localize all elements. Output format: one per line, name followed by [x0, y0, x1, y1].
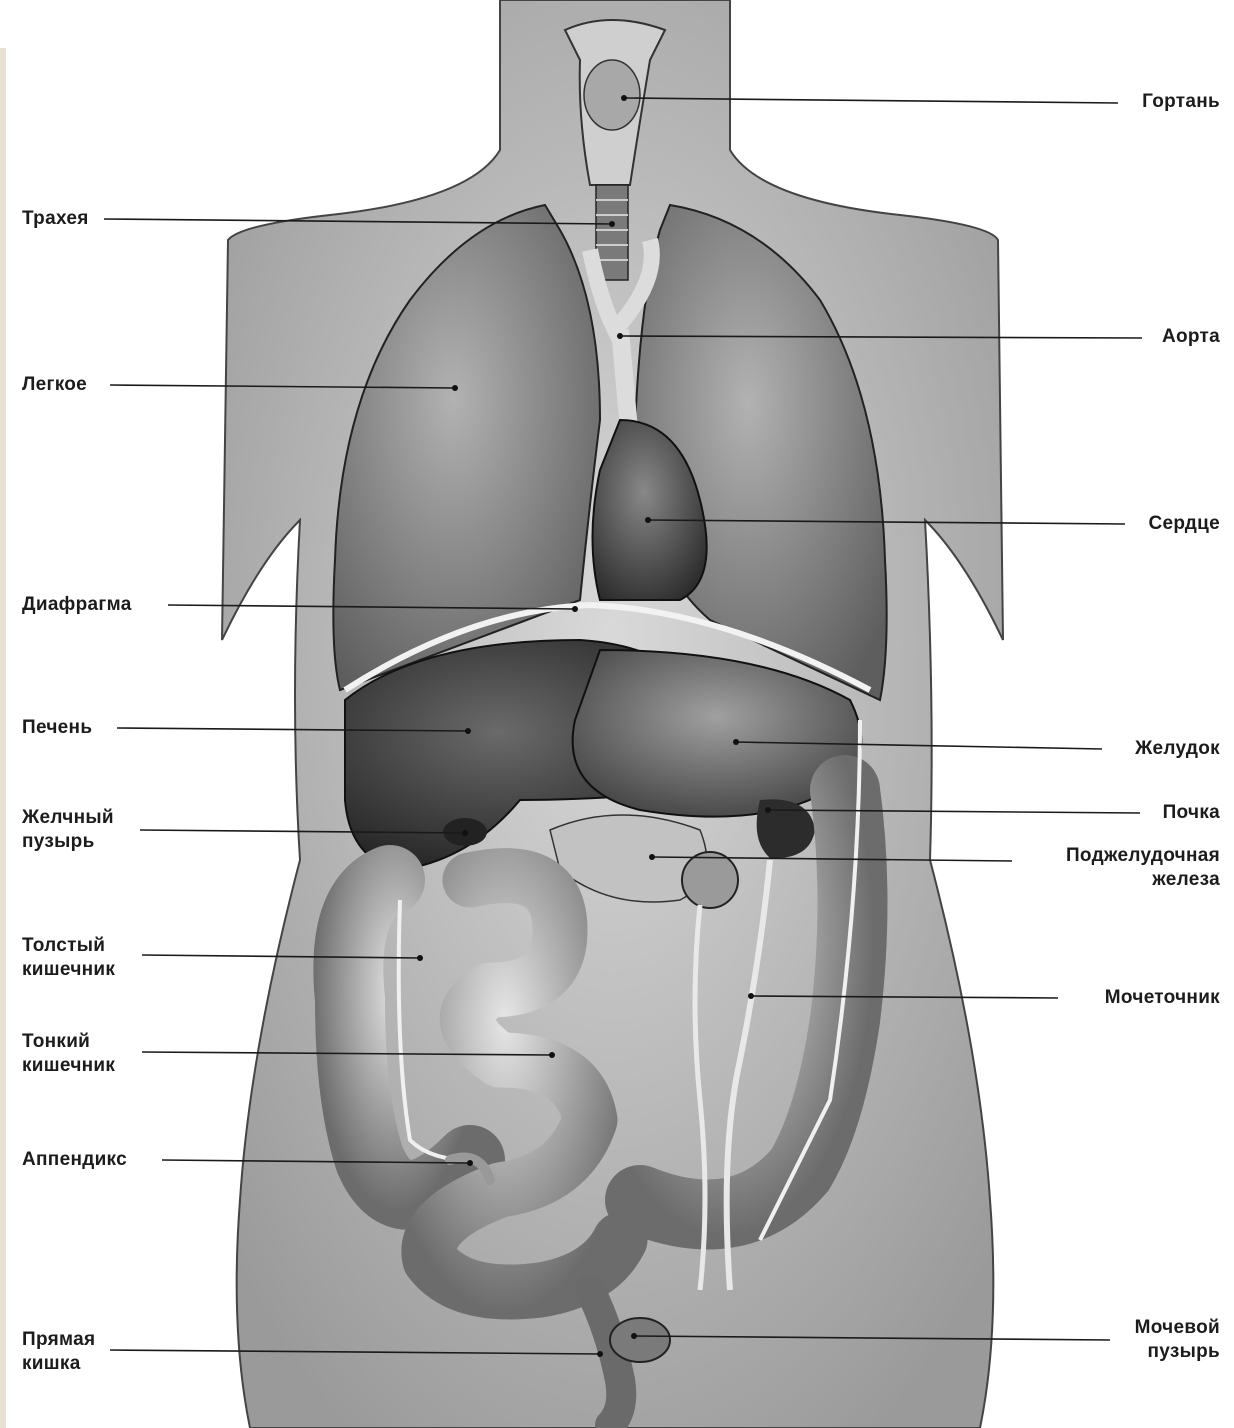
- label-small-intestine-line1: Тонкий: [22, 1030, 115, 1054]
- label-colon: Толстый кишечник: [22, 934, 115, 982]
- label-small-intestine: Тонкий кишечник: [22, 1030, 115, 1078]
- label-appendix: Аппендикс: [22, 1148, 127, 1172]
- label-larynx: Гортань: [1142, 90, 1220, 114]
- pin-ureter: [748, 993, 754, 999]
- label-bladder: Мочевой пузырь: [1135, 1316, 1220, 1364]
- label-pancreas-line2: железа: [1066, 868, 1220, 892]
- label-gallbladder-line1: Желчный: [22, 806, 114, 830]
- label-liver: Печень: [22, 716, 92, 740]
- pin-larynx: [621, 95, 627, 101]
- label-colon-line2: кишечник: [22, 958, 115, 982]
- pin-appendix: [467, 1160, 473, 1166]
- label-colon-line1: Толстый: [22, 934, 115, 958]
- label-pancreas: Поджелудочная железа: [1066, 844, 1220, 892]
- pin-lung: [452, 385, 458, 391]
- label-aorta: Аорта: [1162, 325, 1220, 349]
- label-diaphragm: Диафрагма: [22, 593, 132, 617]
- pin-colon: [417, 955, 423, 961]
- pin-small-intestine: [549, 1052, 555, 1058]
- label-rectum: Прямая кишка: [22, 1328, 95, 1376]
- label-heart: Сердце: [1148, 512, 1220, 536]
- pin-diaphragm: [572, 606, 578, 612]
- label-trachea: Трахея: [22, 207, 89, 231]
- pin-aorta: [617, 333, 623, 339]
- label-ureter: Мочеточник: [1105, 986, 1220, 1010]
- label-stomach: Желудок: [1135, 737, 1220, 761]
- label-gallbladder: Желчный пузырь: [22, 806, 114, 854]
- pin-heart: [645, 517, 651, 523]
- pin-liver: [465, 728, 471, 734]
- label-rectum-line2: кишка: [22, 1352, 95, 1376]
- pin-pancreas: [649, 854, 655, 860]
- label-rectum-line1: Прямая: [22, 1328, 95, 1352]
- label-pancreas-line1: Поджелудочная: [1066, 844, 1220, 868]
- label-small-intestine-line2: кишечник: [22, 1054, 115, 1078]
- pin-trachea: [609, 221, 615, 227]
- pin-kidney: [765, 807, 771, 813]
- pin-rectum: [597, 1351, 603, 1357]
- pin-bladder: [631, 1333, 637, 1339]
- pin-gallbladder: [462, 830, 468, 836]
- label-kidney: Почка: [1163, 801, 1220, 825]
- label-bladder-line1: Мочевой: [1135, 1316, 1220, 1340]
- pin-stomach: [733, 739, 739, 745]
- label-gallbladder-line2: пузырь: [22, 830, 114, 854]
- label-bladder-line2: пузырь: [1135, 1340, 1220, 1364]
- bladder-shape: [610, 1318, 670, 1362]
- label-lung: Легкое: [22, 373, 87, 397]
